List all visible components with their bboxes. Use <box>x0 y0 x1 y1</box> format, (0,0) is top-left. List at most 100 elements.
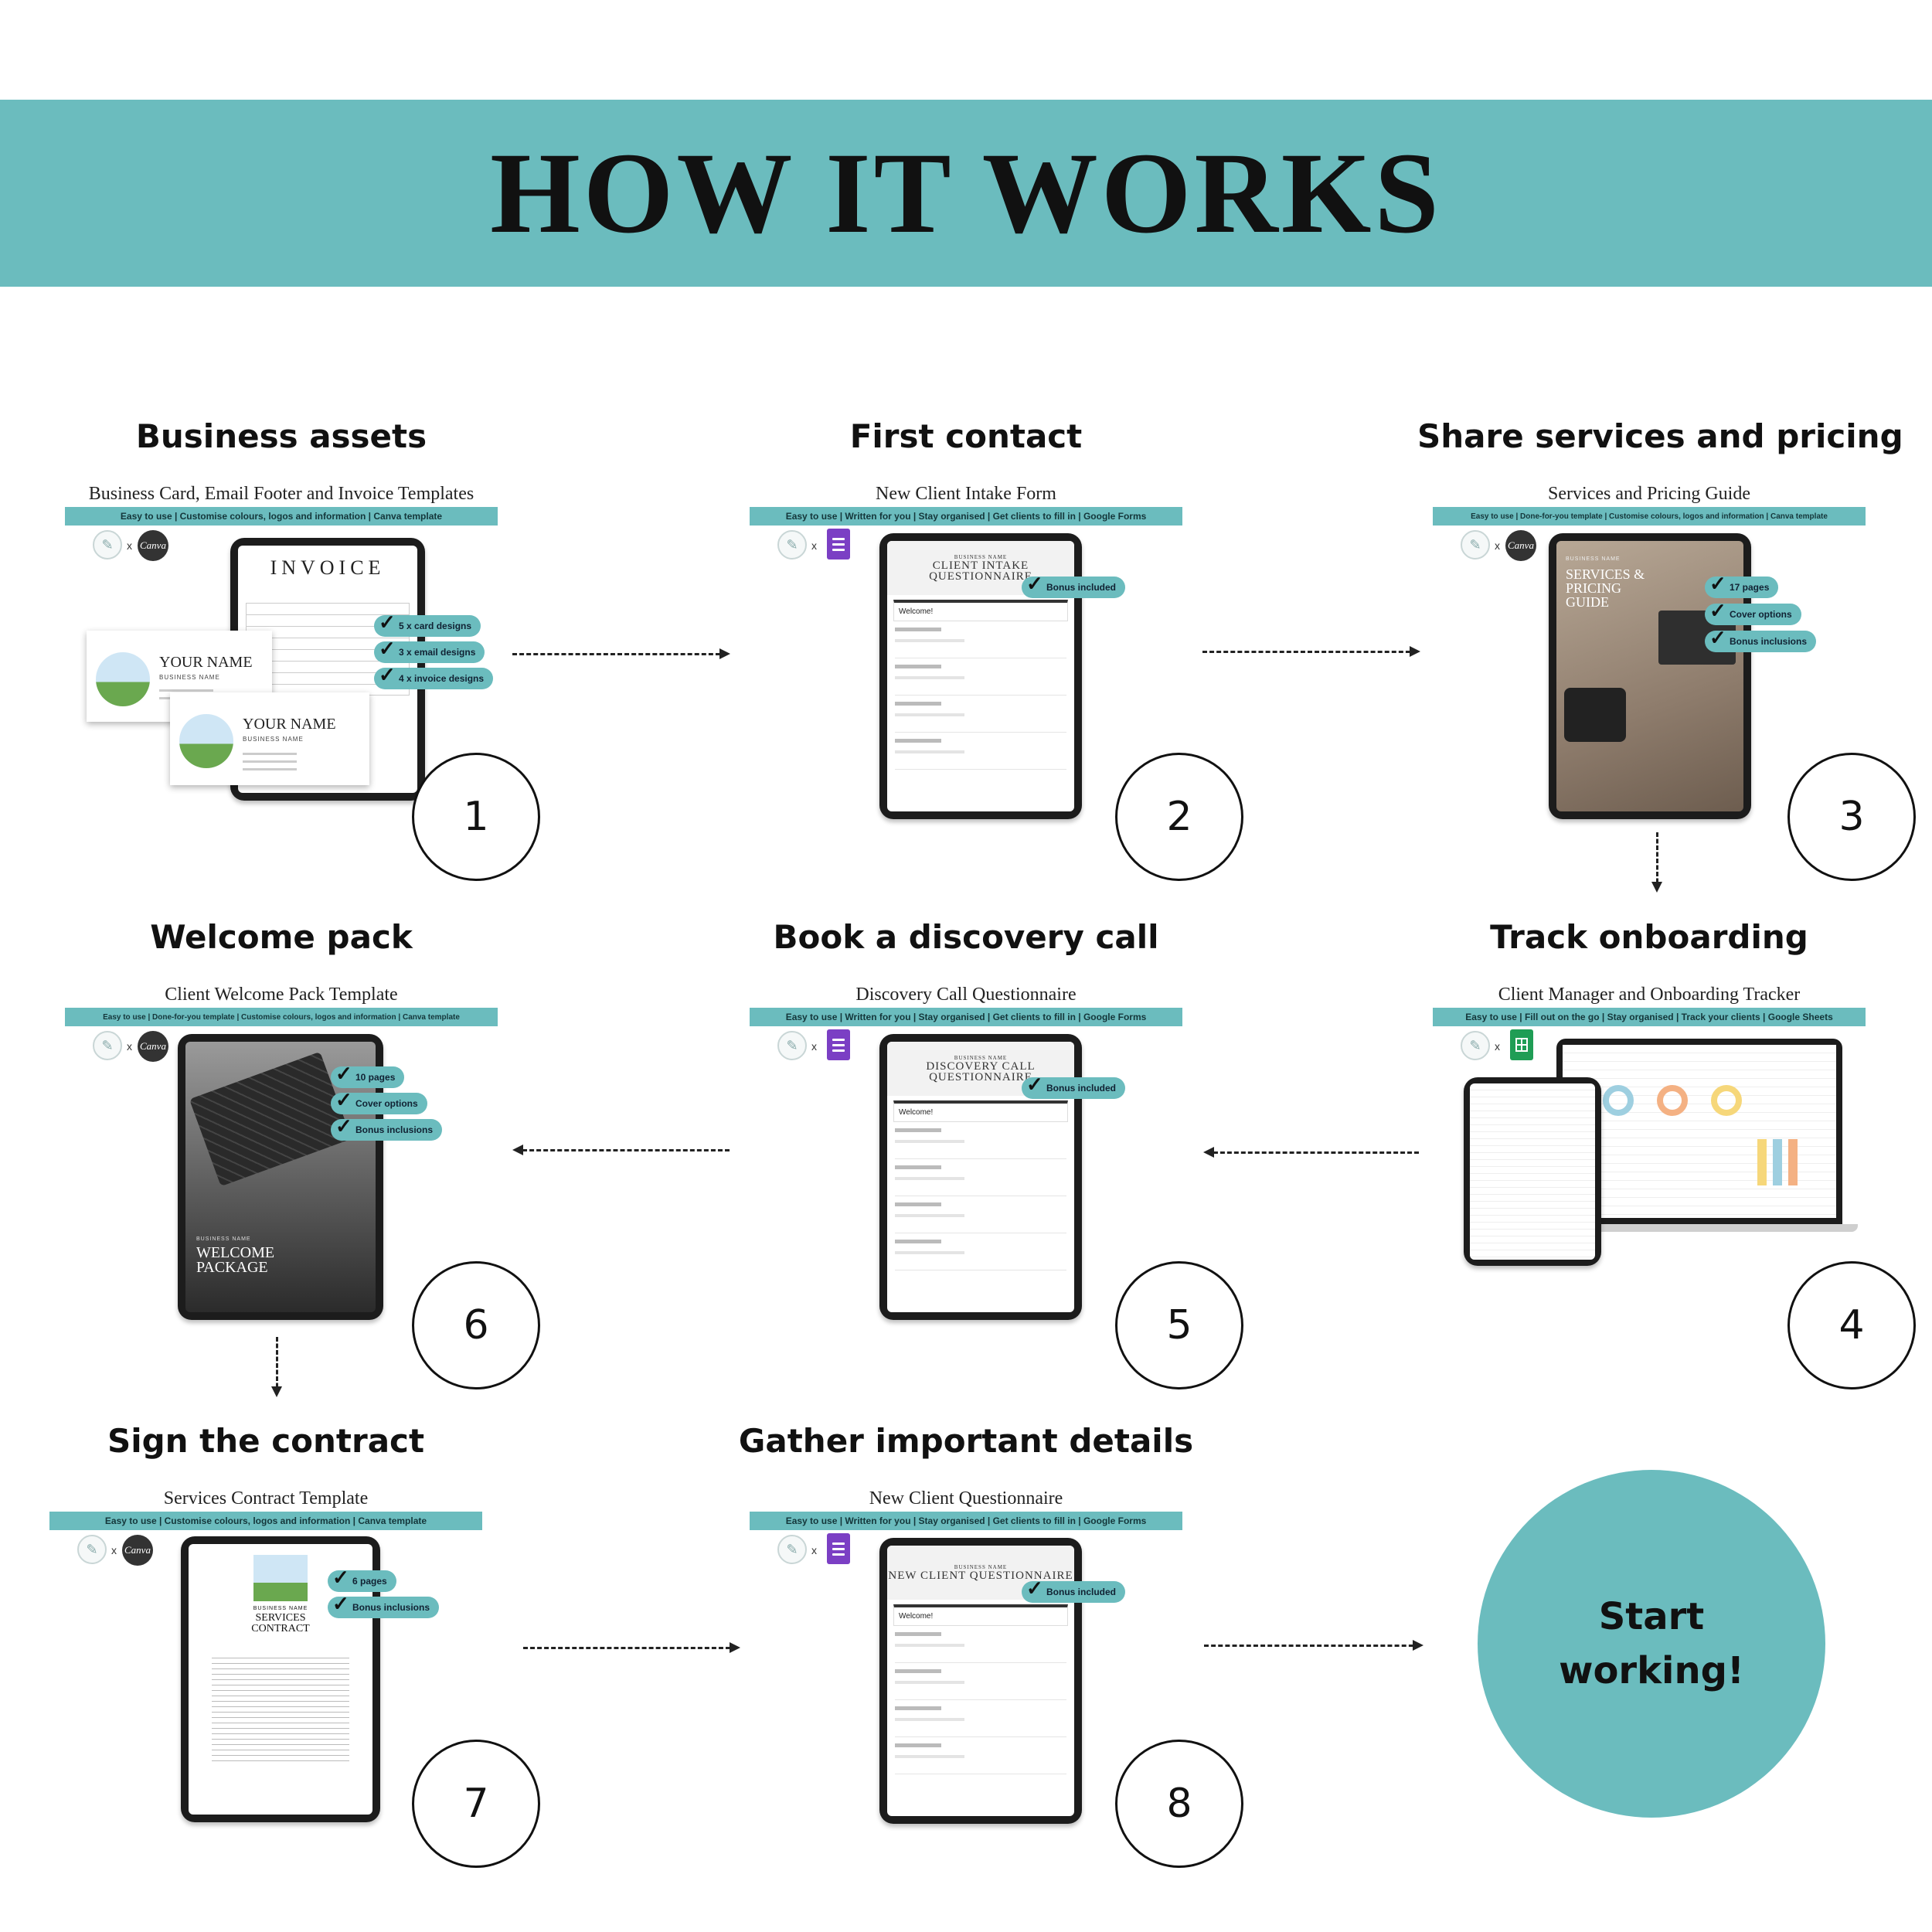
spreadsheet-dashboard <box>1563 1045 1836 1218</box>
product-features-strip: Easy to use | Done-for-you template | Cu… <box>1433 507 1866 526</box>
step-title: Welcome pack <box>150 918 413 956</box>
brand-logo-icon: ✎ <box>1461 1031 1490 1060</box>
product-title: New Client Questionnaire <box>869 1488 1063 1509</box>
product-features-strip: Easy to use | Written for you | Stay org… <box>750 1512 1182 1530</box>
cover-heading: WELCOME PACKAGE <box>196 1244 275 1276</box>
brand-logo-icon: ✎ <box>93 530 122 560</box>
step-number-badge: 3 <box>1787 753 1916 881</box>
start-working-circle: Start working! <box>1478 1470 1825 1818</box>
form-welcome: Welcome! <box>899 1108 934 1117</box>
feature-badge: Bonus included <box>1022 1073 1125 1099</box>
product-preview: Business Card, Email Footer and Invoice … <box>65 484 498 847</box>
laptop-device <box>1556 1039 1842 1224</box>
cover-business-name: BUSINESS NAME <box>1566 556 1621 562</box>
feature-badge: Cover options <box>331 1088 427 1114</box>
card-name: YOUR NAME <box>159 654 253 671</box>
form-welcome: Welcome! <box>899 607 934 616</box>
feature-badge: Bonus included <box>1022 1577 1125 1603</box>
form-field <box>895 665 1066 696</box>
product-features-strip: Easy to use | Fill out on the go | Stay … <box>1433 1008 1866 1026</box>
page-title: HOW IT WORKS <box>490 129 1442 257</box>
form-screen: BUSINESS NAME DISCOVERY CALL QUESTIONNAI… <box>887 1042 1074 1312</box>
feature-badge: 4 x invoice designs <box>374 663 494 689</box>
arrow-right-7-8 <box>523 1642 740 1653</box>
invoice-heading: INVOICE <box>270 556 386 579</box>
form-field <box>895 1706 1066 1737</box>
form-business-name: BUSINESS NAME <box>954 1564 1008 1570</box>
product-title: Business Card, Email Footer and Invoice … <box>88 484 474 504</box>
card-line <box>243 768 297 770</box>
form-field <box>895 1743 1066 1774</box>
step-title: Sign the contract <box>107 1422 425 1460</box>
google-sheets-icon <box>1510 1029 1533 1060</box>
contract-business-name: BUSINESS NAME <box>253 1606 308 1611</box>
contract-body-text <box>212 1653 349 1761</box>
form-field <box>895 1202 1066 1233</box>
step-share-services: Share services and pricing Services and … <box>1417 417 1903 866</box>
feature-badge: 6 pages <box>328 1566 396 1592</box>
feature-badge: Cover options <box>1705 599 1801 625</box>
form-business-name: BUSINESS NAME <box>954 1055 1008 1061</box>
product-title: Services Contract Template <box>163 1488 369 1509</box>
card-line <box>243 760 297 763</box>
product-preview: Discovery Call Questionnaire Easy to use… <box>750 985 1182 1348</box>
cover-heading: SERVICES & PRICING GUIDE <box>1566 566 1645 610</box>
form-welcome-card: Welcome! <box>893 1604 1068 1626</box>
product-preview: New Client Questionnaire Easy to use | W… <box>750 1488 1182 1852</box>
step-track-onboarding: Track onboarding Client Manager and Onbo… <box>1417 918 1881 1366</box>
product-title: Services and Pricing Guide <box>1548 484 1750 504</box>
brand-logo-icon: ✎ <box>777 1535 807 1564</box>
step-number-badge: 5 <box>1115 1261 1243 1389</box>
header-banner: HOW IT WORKS <box>0 100 1932 287</box>
product-preview: Services and Pricing Guide Easy to use |… <box>1433 484 1866 847</box>
logo-separator: x <box>1495 1040 1500 1053</box>
form-heading: DISCOVERY CALL QUESTIONNAIRE <box>926 1060 1036 1083</box>
brand-logo-icon: ✎ <box>777 1031 807 1060</box>
bar-chart <box>1757 1139 1819 1185</box>
feature-badge: 17 pages <box>1705 572 1779 598</box>
form-heading: NEW CLIENT QUESTIONNAIRE <box>888 1570 1073 1582</box>
product-features-strip: Easy to use | Written for you | Stay org… <box>750 507 1182 526</box>
arrow-right-8-final <box>1204 1640 1423 1651</box>
camera-photo <box>1564 688 1626 742</box>
feature-badge: Bonus inclusions <box>331 1114 443 1141</box>
google-forms-icon <box>827 529 850 560</box>
logo-separator: x <box>811 1040 817 1053</box>
step-first-contact: First contact New Client Intake Form Eas… <box>734 417 1198 866</box>
feature-badge: 10 pages <box>331 1062 405 1088</box>
step-business-assets: Business assets Business Card, Email Foo… <box>49 417 513 866</box>
form-field <box>895 1669 1066 1700</box>
brand-logo-icon: ✎ <box>93 1031 122 1060</box>
contract-heading: SERVICES CONTRACT <box>251 1612 310 1634</box>
form-business-name: BUSINESS NAME <box>954 554 1008 560</box>
cover-business-name: BUSINESS NAME <box>196 1236 251 1242</box>
logo-separator: x <box>111 1544 117 1556</box>
canva-logo-icon: Canva <box>138 1031 168 1062</box>
step-title: Share services and pricing <box>1417 417 1903 455</box>
canva-logo-icon: Canva <box>138 530 168 561</box>
arrow-left-4-5 <box>1203 1147 1419 1158</box>
card-image <box>179 714 233 768</box>
form-field <box>895 1240 1066 1270</box>
card-line <box>159 689 213 692</box>
step-number-badge: 8 <box>1115 1740 1243 1868</box>
product-preview: Client Manager and Onboarding Tracker Ea… <box>1433 985 1866 1348</box>
arrow-right-2-3 <box>1202 646 1420 657</box>
email-footer-card: YOUR NAME BUSINESS NAME <box>170 692 369 785</box>
arrow-down-3-4 <box>1651 832 1662 893</box>
form-field <box>895 1128 1066 1159</box>
step-title: Track onboarding <box>1490 918 1808 956</box>
product-title: Client Welcome Pack Template <box>165 985 398 1005</box>
brand-logo-icon: ✎ <box>1461 530 1490 560</box>
step-title: First contact <box>849 417 1083 455</box>
google-forms-icon <box>827 1029 850 1060</box>
card-name: YOUR NAME <box>243 716 336 733</box>
form-welcome-card: Welcome! <box>893 1100 1068 1122</box>
card-image <box>96 652 150 706</box>
feature-badge: 5 x card designs <box>374 611 481 637</box>
brand-logo-icon: ✎ <box>77 1535 107 1564</box>
spreadsheet-screen <box>1470 1083 1595 1260</box>
step-welcome-pack: Welcome pack Client Welcome Pack Templat… <box>49 918 513 1366</box>
product-title: Discovery Call Questionnaire <box>855 985 1077 1005</box>
tablet-device: BUSINESS NAME SERVICES CONTRACT <box>181 1536 380 1822</box>
